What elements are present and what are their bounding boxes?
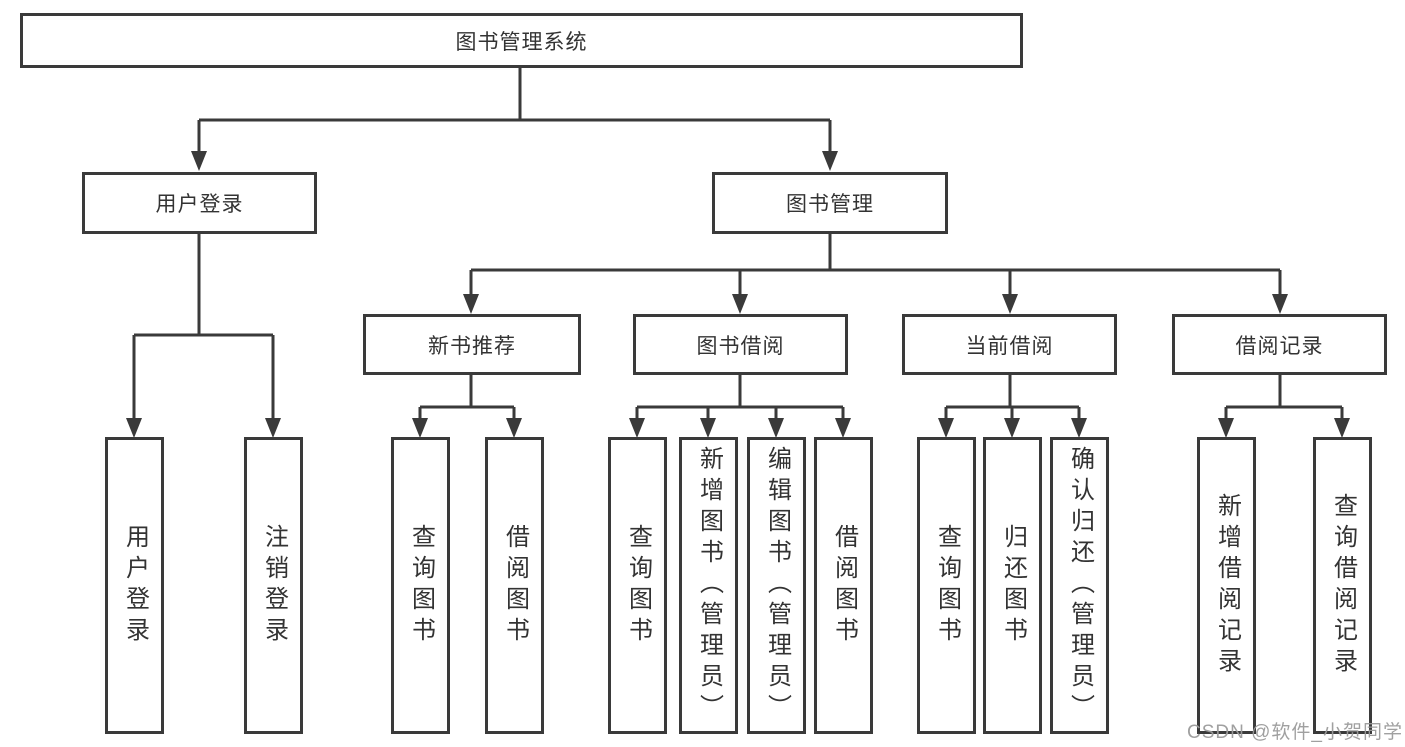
- leaf-return-books: 归还图书: [983, 437, 1042, 734]
- arrowheads-new-book-branch: [412, 418, 522, 438]
- arrowheads-user-login-branch: [126, 418, 281, 438]
- csdn-watermark: CSDN @软件_小贺同学: [1187, 722, 1403, 743]
- leaf-query-books-current: 查询图书: [917, 437, 976, 734]
- connector-current-borrow-branch: [944, 375, 1081, 421]
- node-book-management: 图书管理: [712, 172, 948, 234]
- connector-borrow-records-branch: [1224, 375, 1344, 421]
- leaf-add-books-admin: 新增图书（管理员）: [679, 437, 738, 734]
- node-current-borrow-label: 当前借阅: [965, 334, 1054, 358]
- leaf-query-books-borrow: 查询图书: [608, 437, 667, 734]
- leaf-edit-books-admin: 编辑图书（管理员）: [747, 437, 806, 734]
- node-root-system: 图书管理系统: [20, 13, 1023, 68]
- node-borrow-records: 借阅记录: [1172, 314, 1387, 375]
- arrowheads-borrow-records-branch: [1218, 418, 1350, 438]
- node-root-system-label: 图书管理系统: [455, 30, 588, 54]
- leaf-logout: 注销登录: [244, 437, 303, 734]
- connector-book-borrow-branch: [635, 375, 845, 421]
- node-new-book-recommend-label: 新书推荐: [428, 334, 516, 358]
- connector-user-login-branch: [132, 234, 275, 420]
- node-book-borrow-label: 图书借阅: [696, 334, 785, 358]
- connector-book-mgmt-to-level2: [469, 234, 1282, 297]
- leaf-borrow-books: 借阅图书: [814, 437, 873, 734]
- leaf-user-login: 用户登录: [105, 437, 164, 734]
- leaf-query-borrow-record: 查询借阅记录: [1313, 437, 1372, 734]
- leaf-borrow-books-recommend: 借阅图书: [485, 437, 544, 734]
- arrowheads-root-to-level1: [191, 151, 838, 171]
- leaf-add-borrow-record: 新增借阅记录: [1197, 437, 1256, 734]
- node-user-login-group: 用户登录: [82, 172, 317, 234]
- leaf-confirm-return-admin: 确认归还（管理员）: [1050, 437, 1109, 734]
- node-new-book-recommend: 新书推荐: [363, 314, 581, 375]
- node-book-borrow: 图书借阅: [633, 314, 848, 375]
- node-borrow-records-label: 借阅记录: [1235, 334, 1324, 358]
- connector-new-book-branch: [418, 375, 516, 421]
- node-book-management-label: 图书管理: [786, 193, 874, 216]
- arrowheads-current-borrow-branch: [938, 418, 1087, 438]
- node-user-login-group-label: 用户登录: [155, 193, 244, 216]
- arrowheads-book-mgmt-to-level2: [463, 294, 1288, 314]
- leaf-query-books-recommend: 查询图书: [391, 437, 450, 734]
- node-current-borrow: 当前借阅: [902, 314, 1117, 375]
- connector-root-to-level1: [197, 68, 832, 153]
- arrowheads-book-borrow-branch: [629, 418, 851, 438]
